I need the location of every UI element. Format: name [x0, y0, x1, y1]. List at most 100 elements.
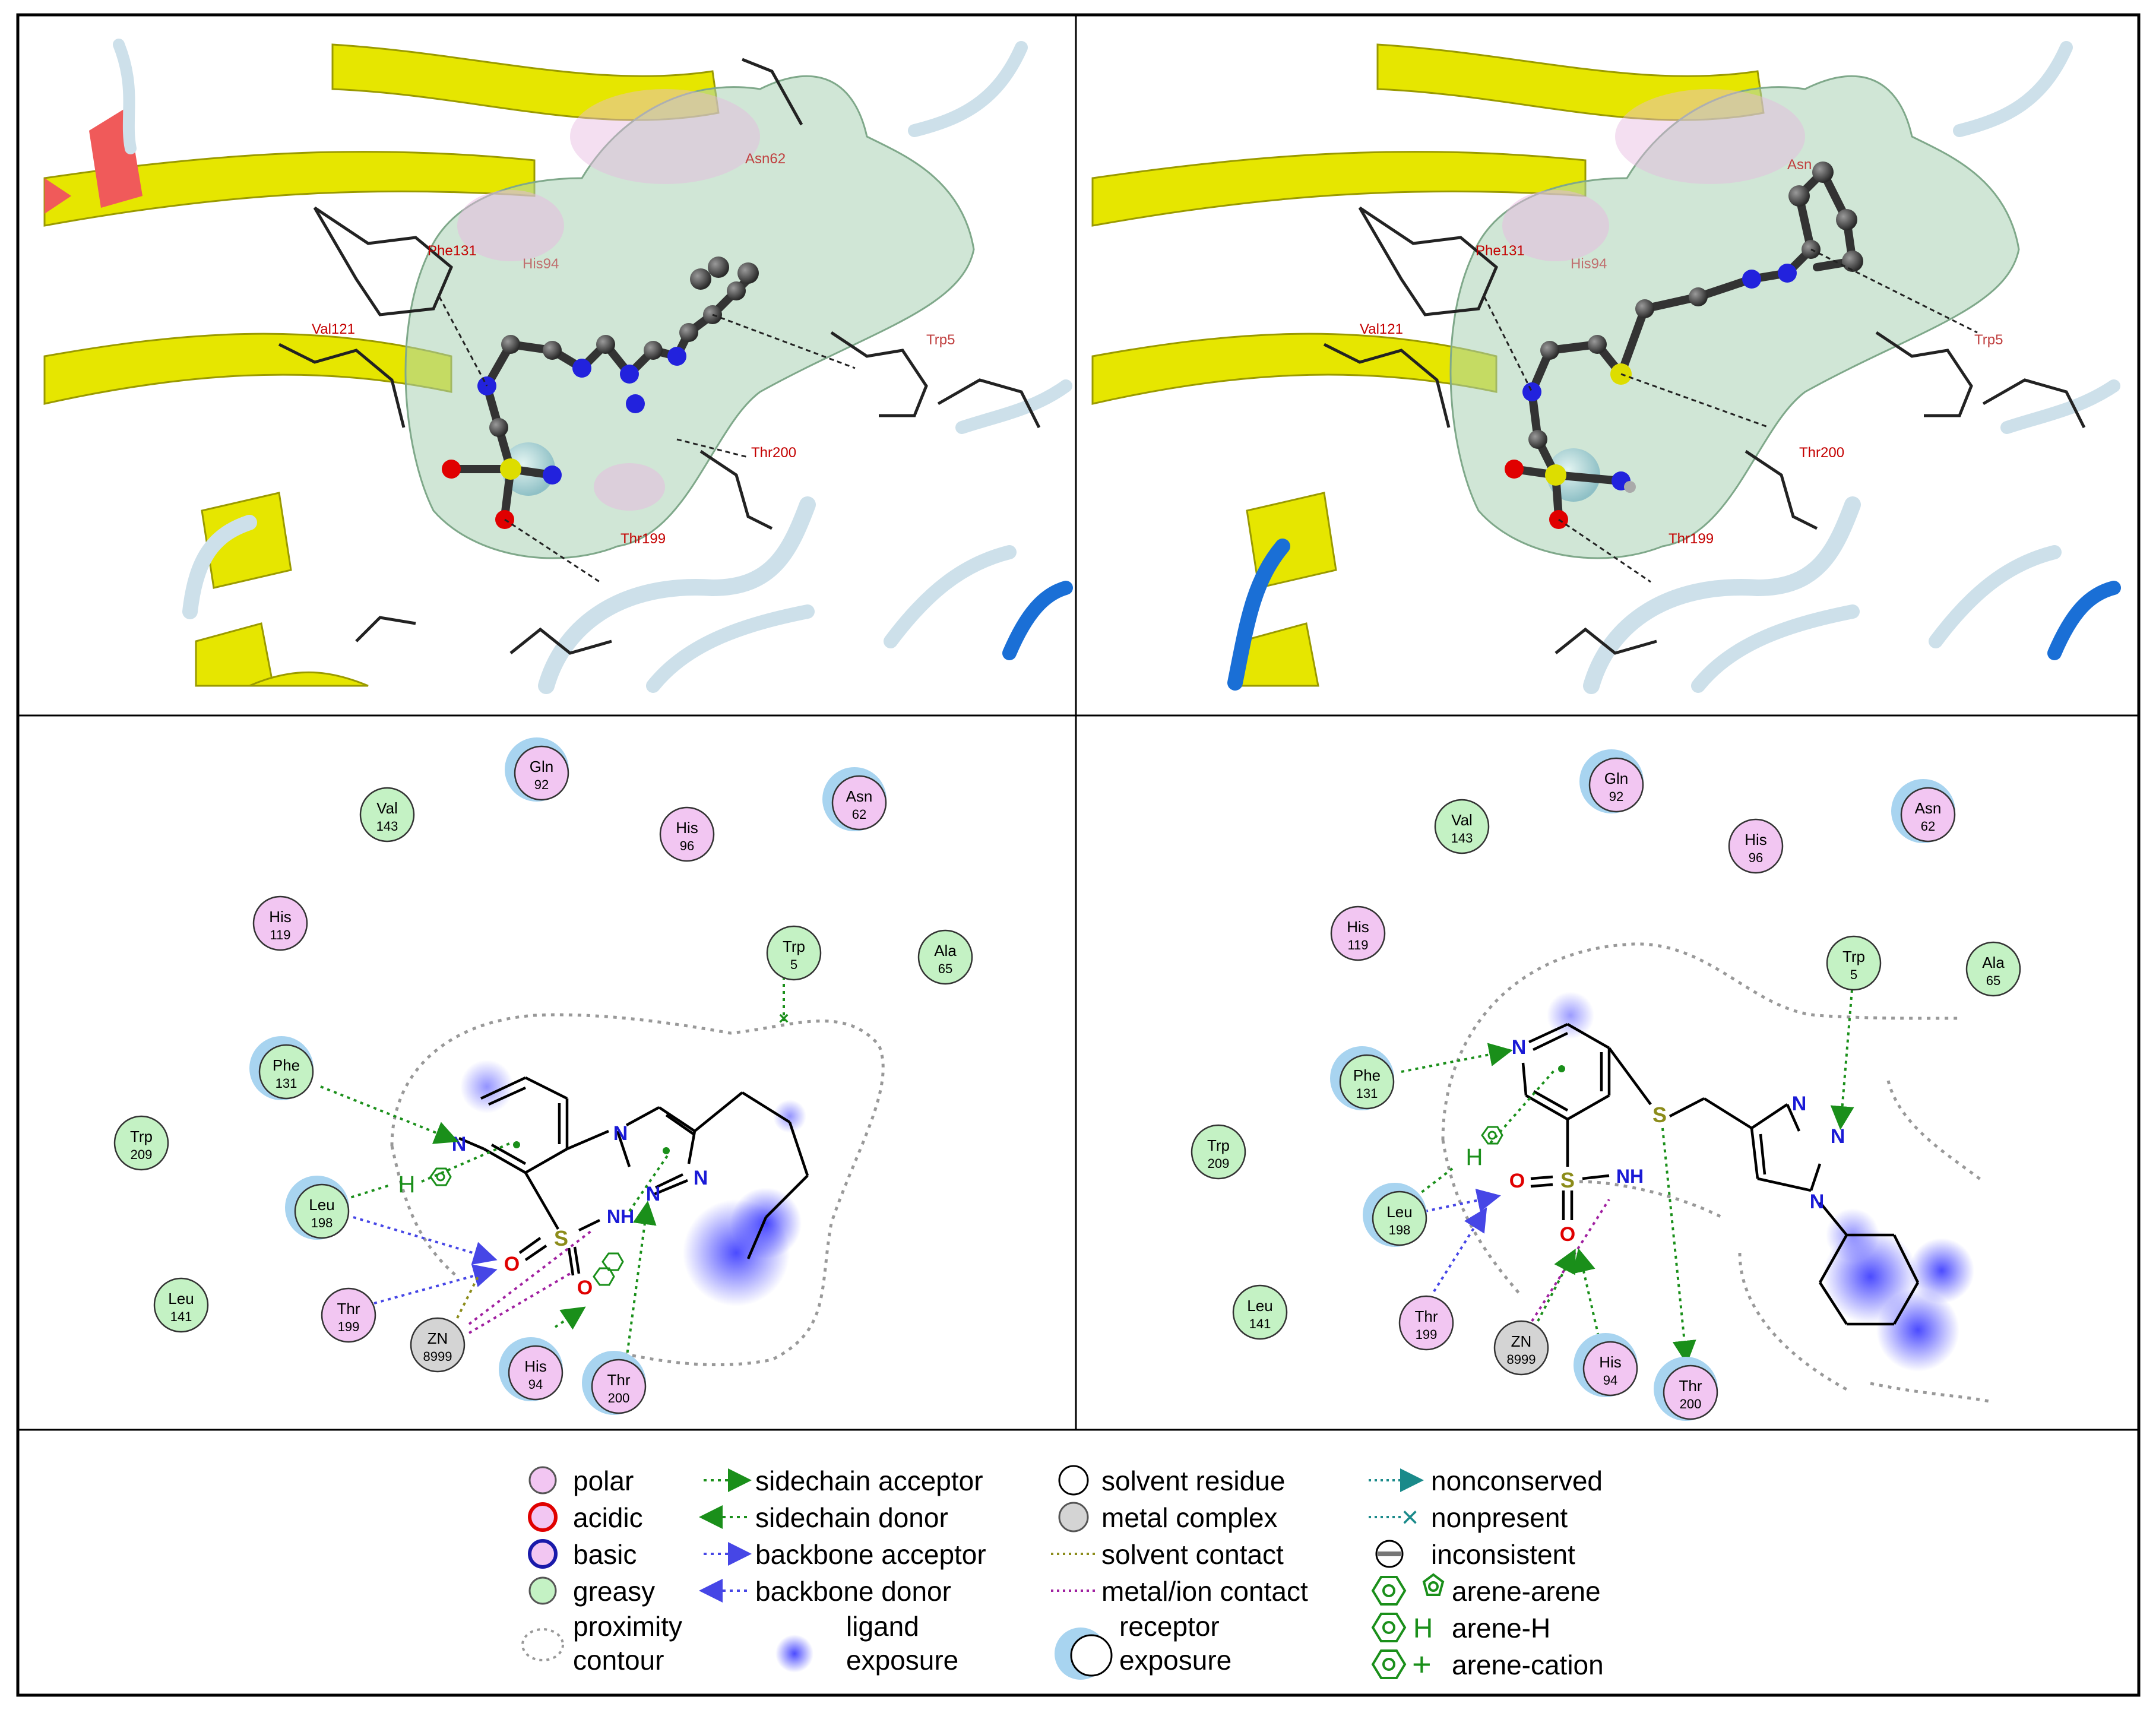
arene-arene-swatch: [1371, 1576, 1407, 1606]
legend-inconsistent: inconsistent: [1431, 1539, 1575, 1570]
residue-name: ZN: [1511, 1332, 1532, 1350]
residue-name: Trp: [1842, 948, 1865, 965]
residue-trp-5: Trp5: [766, 925, 822, 981]
residue-name: Gln: [530, 758, 553, 775]
legend-nonpresent: nonpresent: [1431, 1502, 1568, 1533]
residue-name: Val: [376, 799, 398, 817]
legend-polar: polar: [573, 1465, 634, 1496]
legend-exposure-2: exposure: [846, 1645, 958, 1676]
residue-thr-199: Thr199: [1398, 1295, 1454, 1351]
atom-s-linker: S: [1652, 1103, 1667, 1127]
residue-trp-5: Trp5: [1826, 935, 1882, 991]
label-asn62: Asn62: [745, 151, 786, 167]
3d-binding-view-left: Asn62 Phe131 His94 Val121 Trp5 Thr200 Th…: [43, 39, 1073, 694]
arene-h-legend-icon: [1371, 1613, 1407, 1642]
ligand-2d-right: [1521, 1022, 1920, 1326]
residue-number: 131: [276, 1076, 297, 1091]
residue-number: 119: [270, 927, 290, 942]
residue-number: 198: [1389, 1223, 1411, 1237]
legend-backbone-donor: backbone donor: [755, 1576, 951, 1607]
residue-number: 143: [1451, 831, 1473, 846]
residue-number: 198: [311, 1215, 333, 1230]
legend-greasy: greasy: [573, 1576, 655, 1607]
legend-receptor-2: exposure: [1119, 1645, 1231, 1676]
atom-s: S: [554, 1226, 568, 1250]
proximity-swatch: [521, 1628, 564, 1661]
arene-cation-legend-icon: [1371, 1649, 1407, 1679]
residue-number: 119: [1347, 938, 1368, 952]
label-val121: Val121: [312, 321, 355, 337]
legend: polar acidic basic greasy proximity cont…: [521, 1465, 1604, 1683]
residue-name: Thr: [1679, 1377, 1702, 1395]
residue-number: 199: [1416, 1327, 1438, 1342]
greasy-swatch: [528, 1576, 557, 1605]
residue-leu-141: Leu 141: [153, 1277, 209, 1333]
atom-n1: N: [1792, 1093, 1807, 1115]
residue-name: His: [524, 1357, 547, 1375]
residue-name: His: [1745, 831, 1767, 848]
proximity-contour: [390, 1013, 885, 1367]
arene-h-label: H: [398, 1171, 416, 1198]
legend-arene-arene: arene-arene: [1452, 1576, 1601, 1607]
label-his94: His94: [1571, 256, 1607, 272]
arene-arene-icon: [593, 1267, 615, 1286]
residue-leu-198: Leu 198: [1363, 1183, 1427, 1247]
legend-solvent-residue: solvent residue: [1101, 1465, 1285, 1496]
residue-name: ZN: [428, 1329, 448, 1347]
atom-o2: O: [577, 1277, 593, 1299]
residue-name: Phe: [1353, 1066, 1381, 1084]
residue-gln-92: Gln 92: [505, 737, 569, 802]
polar-swatch: [528, 1466, 557, 1494]
metal-complex-swatch: [1058, 1502, 1089, 1532]
residue-number: 143: [376, 819, 398, 834]
legend-h-glyph: H: [1413, 1613, 1433, 1644]
atom-s: S: [1560, 1168, 1575, 1192]
arene-h-icon: [429, 1167, 452, 1186]
ligand-3d-right: [1505, 162, 1863, 529]
residue-name: Asn: [1915, 799, 1942, 817]
residue-asn-62: Asn62: [1891, 779, 1956, 843]
legend-plus-glyph: +: [1412, 1645, 1432, 1683]
label-thr200: Thr200: [1799, 445, 1844, 461]
residue-name: Leu: [1386, 1203, 1412, 1221]
residue-number: 92: [534, 777, 549, 792]
residue-number: 141: [1249, 1316, 1271, 1331]
legend-metal-contact: metal/ion contact: [1101, 1576, 1308, 1607]
proximity-contour: [1441, 942, 1990, 1403]
atom-n2: N: [646, 1183, 661, 1205]
residue-number: 96: [680, 838, 694, 853]
residue-name: Ala: [934, 942, 957, 960]
interaction-diagram-left: N N N N S O O NH × H: [113, 737, 973, 1415]
residue-name: Leu: [1247, 1297, 1272, 1315]
residue-number: 200: [1680, 1397, 1702, 1411]
residue-number: 94: [528, 1377, 543, 1392]
residue-number: 62: [852, 807, 866, 822]
residue-his-94: His94: [1574, 1333, 1638, 1397]
residue-name: Leu: [309, 1196, 334, 1214]
residue-phe-131: Phe 131: [249, 1036, 314, 1100]
legend-nonconserved: nonconserved: [1431, 1465, 1603, 1496]
residue-number: 8999: [1507, 1352, 1536, 1367]
residue-number: 131: [1356, 1086, 1378, 1101]
residue-name: Trp: [783, 938, 805, 955]
residue-number: 8999: [423, 1349, 452, 1364]
residue-name: Trp: [1207, 1136, 1230, 1154]
legend-exposure-1: ligand: [846, 1611, 919, 1642]
legend-receptor-1: receptor: [1119, 1611, 1220, 1642]
residue-number: 141: [170, 1309, 192, 1324]
residue-name: Phe: [273, 1056, 300, 1074]
residue-phe-131: Phe 131: [1330, 1046, 1395, 1110]
label-trp5: Trp5: [926, 332, 955, 348]
atom-o1: O: [504, 1253, 520, 1275]
residue-name: Leu: [168, 1290, 194, 1307]
atom-n-pyridine: N: [452, 1133, 467, 1155]
residue-number: 199: [338, 1319, 360, 1334]
svg-text:×: ×: [778, 1009, 789, 1028]
legend-metal-complex: metal complex: [1101, 1502, 1278, 1533]
label-val121: Val121: [1360, 321, 1403, 337]
